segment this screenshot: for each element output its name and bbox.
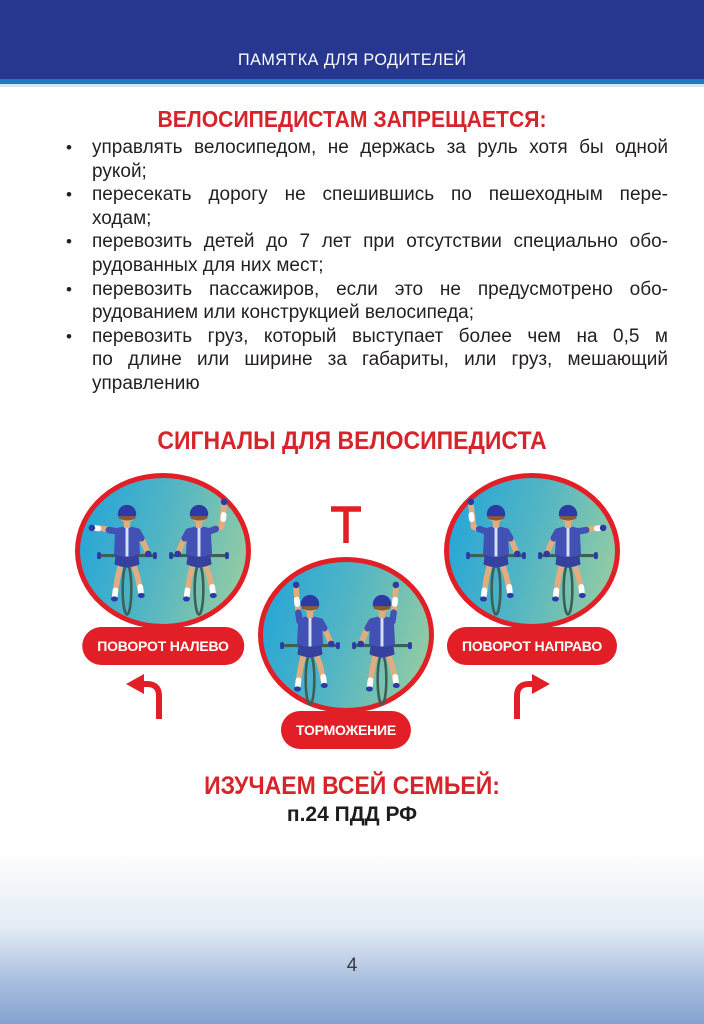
bullet-marker: • [66, 232, 72, 252]
cyclist-illustration [271, 578, 349, 713]
list-item-line: управлению [92, 372, 200, 394]
list-item-text: перевозить пассажиров, если это не преду… [92, 278, 668, 325]
list-item: • перевозить детей до 7 лет при отсутстви… [66, 230, 668, 277]
page-number: 4 [346, 955, 358, 976]
header-accent-line [0, 79, 704, 84]
header-bar: ПАМЯТКА ДЛЯ РОДИТЕЛЕЙ [0, 0, 704, 79]
list-item-line: ходам; [92, 207, 152, 229]
signal-circle [444, 473, 620, 629]
list-item: • перевозить груз, который выступает боле… [66, 325, 668, 396]
list-item: • перевозить пассажиров, если это не пред… [66, 278, 668, 325]
list-item-line: перевозить груз, который выступает более… [92, 325, 668, 347]
signal-circle [258, 557, 434, 713]
left-turn-arrow-icon [124, 671, 172, 726]
signal-label-pill: ТОРМОЖЕНИЕ [280, 711, 412, 749]
prohibitions-list: • управлять велосипедом, не держась за ру… [66, 136, 668, 396]
list-item-line: рудованием или конструкцией велосипеда; [92, 302, 475, 324]
signal-circle [75, 473, 251, 629]
list-item-text: управлять велосипедом, не держась за рул… [92, 136, 668, 183]
header-accent-line-light [0, 84, 704, 87]
study-reference: п.24 ПДД РФ [286, 803, 418, 826]
list-item-text: перевозить детей до 7 лет при отсутствии… [92, 230, 668, 277]
list-item-text: пересекать дорогу не спешившись по пешех… [92, 183, 668, 230]
header-title: ПАМЯТКА ДЛЯ РОДИТЕЛЕЙ [237, 50, 467, 69]
cyclist-illustration [529, 488, 607, 623]
cyclist-illustration [88, 488, 166, 623]
bullet-marker: • [66, 138, 72, 157]
list-item: • управлять велосипедом, не держась за ру… [66, 136, 668, 183]
signals-heading: СИГНАЛЫ ДЛЯ ВЕЛОСИПЕДИСТА [157, 427, 547, 455]
bullet-marker: • [66, 279, 72, 299]
list-item-line: управлять велосипедом, не держась за рул… [92, 137, 668, 158]
list-item-line: перевозить детей до 7 лет при отсутствии… [92, 231, 668, 253]
bullet-marker: • [66, 326, 72, 346]
cyclist-illustration [160, 488, 238, 623]
footer-gradient [0, 850, 704, 1024]
right-turn-arrow-icon [504, 671, 552, 726]
cyclist-illustration [457, 488, 535, 623]
study-heading: ИЗУЧАЕМ ВСЕЙ СЕМЬЕЙ: [204, 772, 500, 800]
list-item-line: рукой; [92, 160, 147, 182]
list-item-line: по длине или ширине за габариты, или гру… [92, 349, 668, 371]
brake-t-icon [329, 505, 363, 550]
bullet-marker: • [66, 185, 72, 205]
list-item-text: перевозить груз, который выступает более… [92, 325, 668, 396]
list-item-line: пересекать дорогу не спешившись по пешех… [92, 184, 668, 206]
prohibitions-heading: ВЕЛОСИПЕДИСТАМ ЗАПРЕЩАЕТСЯ: [157, 106, 547, 132]
list-item: • пересекать дорогу не спешившись по пеше… [66, 183, 668, 230]
signal-label-pill: ПОВОРОТ НАЛЕВО [82, 627, 244, 665]
cyclist-illustration [343, 578, 421, 713]
list-item-line: перевозить пассажиров, если это не преду… [92, 278, 668, 300]
list-item-line: рудованных для них мест; [92, 254, 324, 276]
signal-label-pill: ПОВОРОТ НАПРАВО [446, 627, 618, 665]
